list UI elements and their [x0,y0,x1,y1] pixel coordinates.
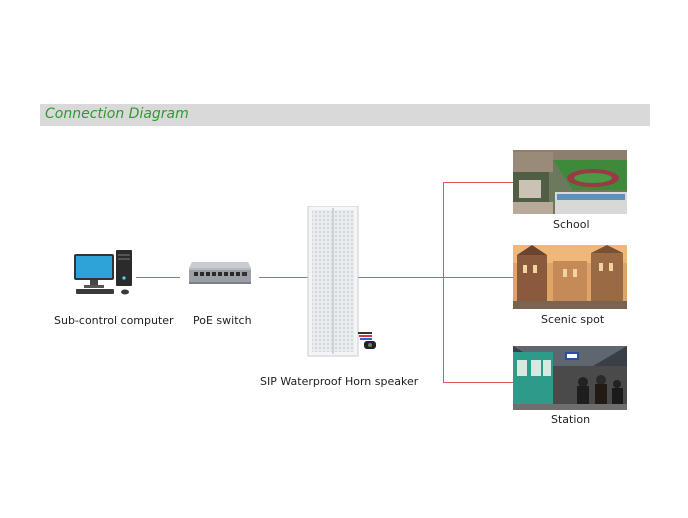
station-photo [513,346,627,410]
horn-speaker-label: SIP Waterproof Horn speaker [260,375,419,388]
computer-icon [72,248,136,296]
horn-speaker-icon [306,206,382,358]
connector-speaker-bus [358,277,444,278]
school-photo [513,150,627,214]
diagram-title: Connection Diagram [45,106,189,122]
title-bar: Connection Diagram [40,104,650,126]
connector-bus-station [443,382,513,383]
poe-switch-label: PoE switch [193,314,252,327]
connector-vertical-bus [443,182,444,383]
school-label: School [553,218,590,231]
scenic-label: Scenic spot [541,313,605,326]
connector-bus-school [443,182,513,183]
connector-computer-switch [136,277,180,278]
poe-switch-icon [188,260,252,286]
connector-switch-speaker [259,277,309,278]
station-label: Station [551,413,591,426]
computer-label: Sub-control computer [54,314,174,327]
scenic-photo [513,245,627,309]
connector-bus-scenic [443,277,513,278]
